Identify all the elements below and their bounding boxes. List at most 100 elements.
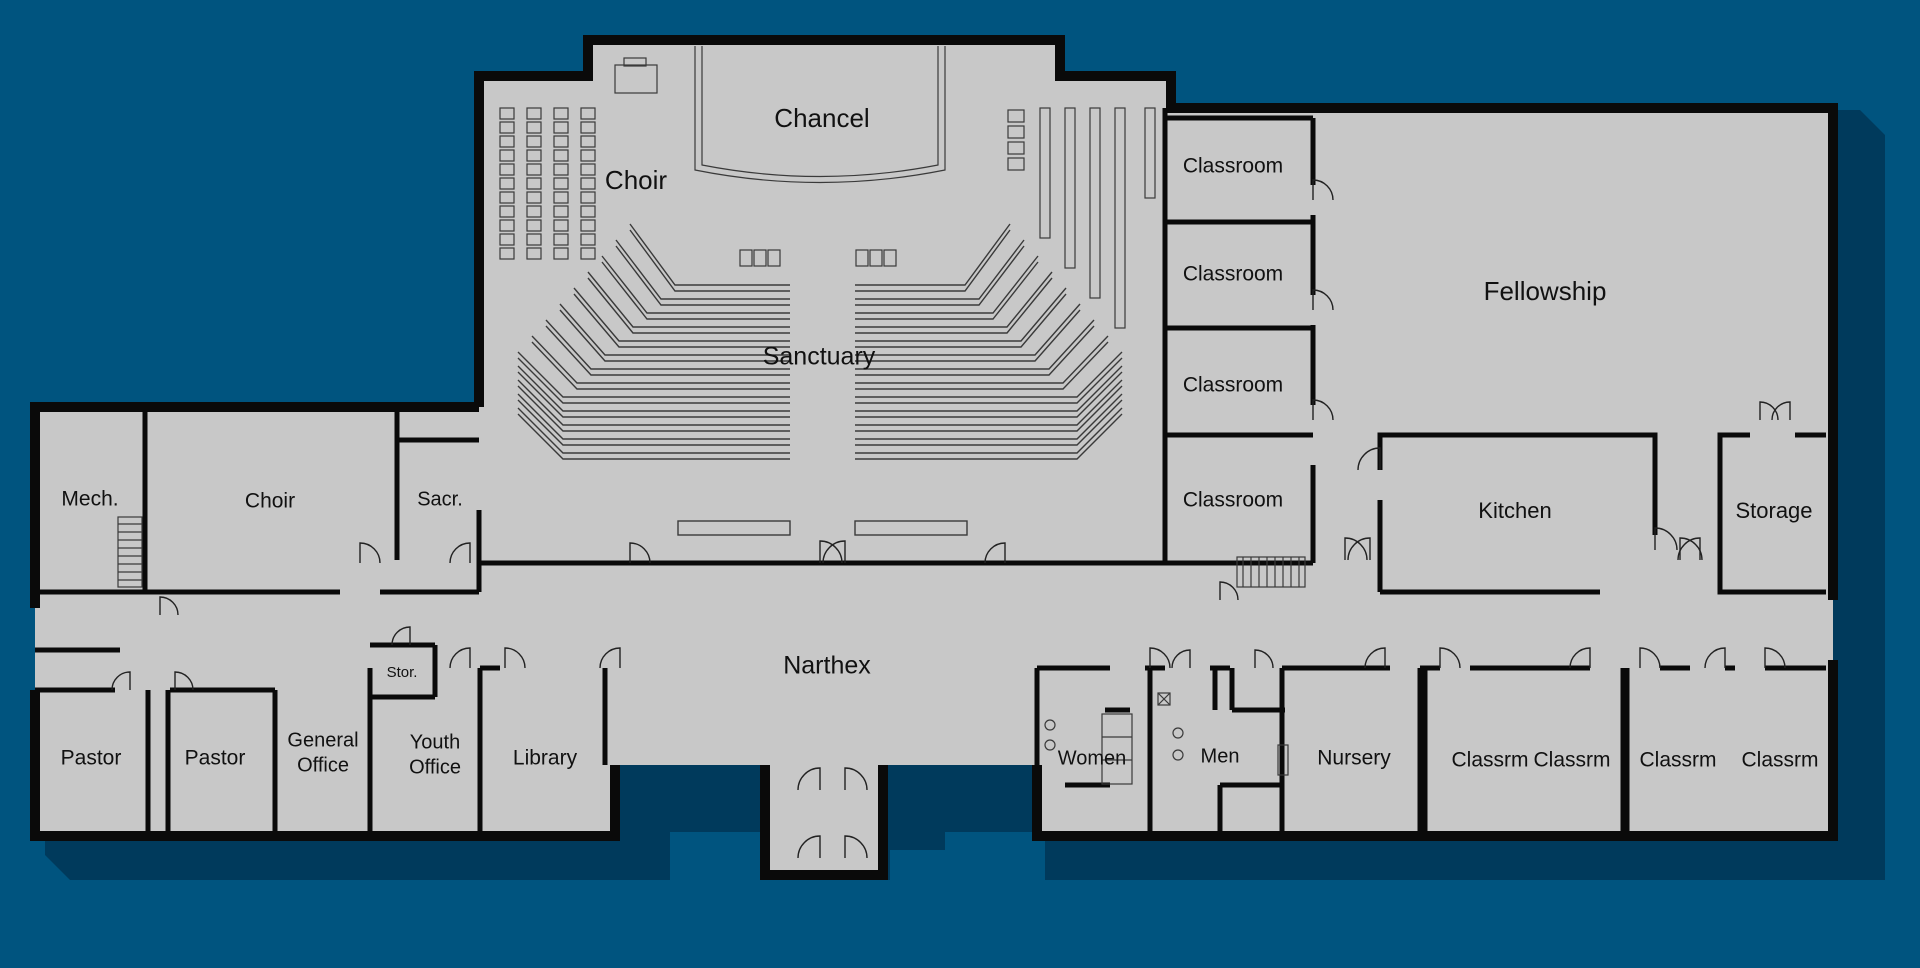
choir-seat: [499, 121, 515, 134]
door-swing: [449, 647, 471, 669]
door-swing: [1254, 649, 1274, 669]
pew-right: [855, 399, 1123, 446]
choir-seat: [526, 247, 542, 260]
side-bench: [1089, 107, 1101, 299]
classroom-2-label: Classroom: [1183, 263, 1283, 286]
choir-seat: [526, 177, 542, 190]
choir-seat: [553, 163, 569, 176]
pew-left: [559, 303, 790, 356]
stairs: [117, 516, 1306, 588]
pew-right: [855, 239, 1025, 300]
door-swing: [1171, 649, 1191, 669]
choir-seat: [580, 247, 596, 260]
choir-seat: [1007, 157, 1025, 171]
door-swing: [1679, 537, 1703, 561]
doors: [111, 179, 1791, 859]
door-swing: [844, 835, 868, 859]
door-swing: [1759, 401, 1779, 421]
pew-right: [855, 309, 1081, 362]
youth-office-label-2: Office: [409, 756, 461, 778]
choir-seat: [553, 219, 569, 232]
pew-right: [855, 365, 1123, 412]
choir-seat: [580, 233, 596, 246]
sanctuary-pews: [517, 223, 1123, 536]
nursery-label: Nursery: [1317, 747, 1391, 770]
pew-right: [855, 223, 1011, 286]
pew-left: [517, 385, 790, 432]
door-swing: [1344, 537, 1368, 561]
door-swing: [1347, 537, 1371, 561]
choir-seat: [580, 163, 596, 176]
fellowship-label: Fellowship: [1484, 276, 1607, 306]
choir-seat: [526, 107, 542, 120]
choir-seat: [580, 177, 596, 190]
choir-seat: [499, 107, 515, 120]
classrm-1-label: Classrm: [1452, 749, 1529, 772]
classroom-1-label: Classroom: [1183, 155, 1283, 178]
choir-seat: [580, 219, 596, 232]
pew-left: [629, 223, 790, 286]
choir-seat: [580, 121, 596, 134]
front-chair: [767, 249, 781, 267]
choir-seat: [526, 233, 542, 246]
pew-left: [517, 379, 790, 426]
pew-right: [854, 520, 968, 536]
narthex-label: Narthex: [783, 652, 871, 680]
pastor-2-label: Pastor: [185, 747, 246, 770]
door-swing: [1771, 401, 1791, 421]
side-bench: [1064, 107, 1076, 269]
choir-seat: [499, 219, 515, 232]
pew-right: [855, 229, 1011, 292]
front-chair: [753, 249, 767, 267]
door-swing: [1639, 647, 1661, 669]
door-swing: [1357, 447, 1381, 471]
choir-seat: [1007, 141, 1025, 155]
mech-label: Mech.: [61, 488, 118, 511]
pew-left: [615, 239, 790, 300]
pew-left: [517, 399, 790, 446]
pew-right: [855, 357, 1123, 404]
door-swing: [1654, 527, 1678, 551]
choir-seat: [499, 163, 515, 176]
pew-left: [517, 371, 790, 418]
pew-left: [629, 229, 790, 292]
choir-seat: [526, 191, 542, 204]
door-swing: [159, 596, 179, 616]
door-swing: [797, 835, 821, 859]
pew-left: [531, 335, 790, 384]
pew-right: [855, 385, 1123, 432]
pew-left: [517, 351, 790, 398]
classrm-4-label: Classrm: [1742, 749, 1819, 772]
pew-left: [587, 271, 790, 328]
pew-left: [517, 407, 790, 454]
door-swing: [819, 540, 843, 564]
pew-right: [855, 277, 1053, 334]
pew-right: [855, 271, 1053, 328]
door-swing: [1149, 647, 1171, 669]
door-swing: [174, 671, 194, 691]
sacristy-label: Sacr.: [417, 488, 463, 510]
classroom-3-label: Classroom: [1183, 374, 1283, 397]
pew-right: [855, 351, 1123, 398]
pew-left: [517, 393, 790, 440]
choir-seat: [553, 205, 569, 218]
door-swing: [1312, 399, 1334, 421]
pew-left: [601, 255, 790, 314]
choir-seat: [553, 149, 569, 162]
door-swing: [844, 767, 868, 791]
front-chair: [855, 249, 869, 267]
pew-right: [855, 413, 1123, 460]
choir-seat: [580, 135, 596, 148]
door-swing: [449, 542, 471, 564]
classroom-4-label: Classroom: [1183, 489, 1283, 512]
pew-right: [855, 293, 1067, 348]
pew-left: [559, 309, 790, 362]
choir-seat: [499, 177, 515, 190]
pew-left: [601, 261, 790, 320]
pew-right: [855, 393, 1123, 440]
choir-room-label: Choir: [245, 490, 295, 513]
chancel-label: Chancel: [774, 103, 869, 133]
choir-seat: [553, 233, 569, 246]
pew-right: [855, 371, 1123, 418]
pew-right: [855, 287, 1067, 342]
